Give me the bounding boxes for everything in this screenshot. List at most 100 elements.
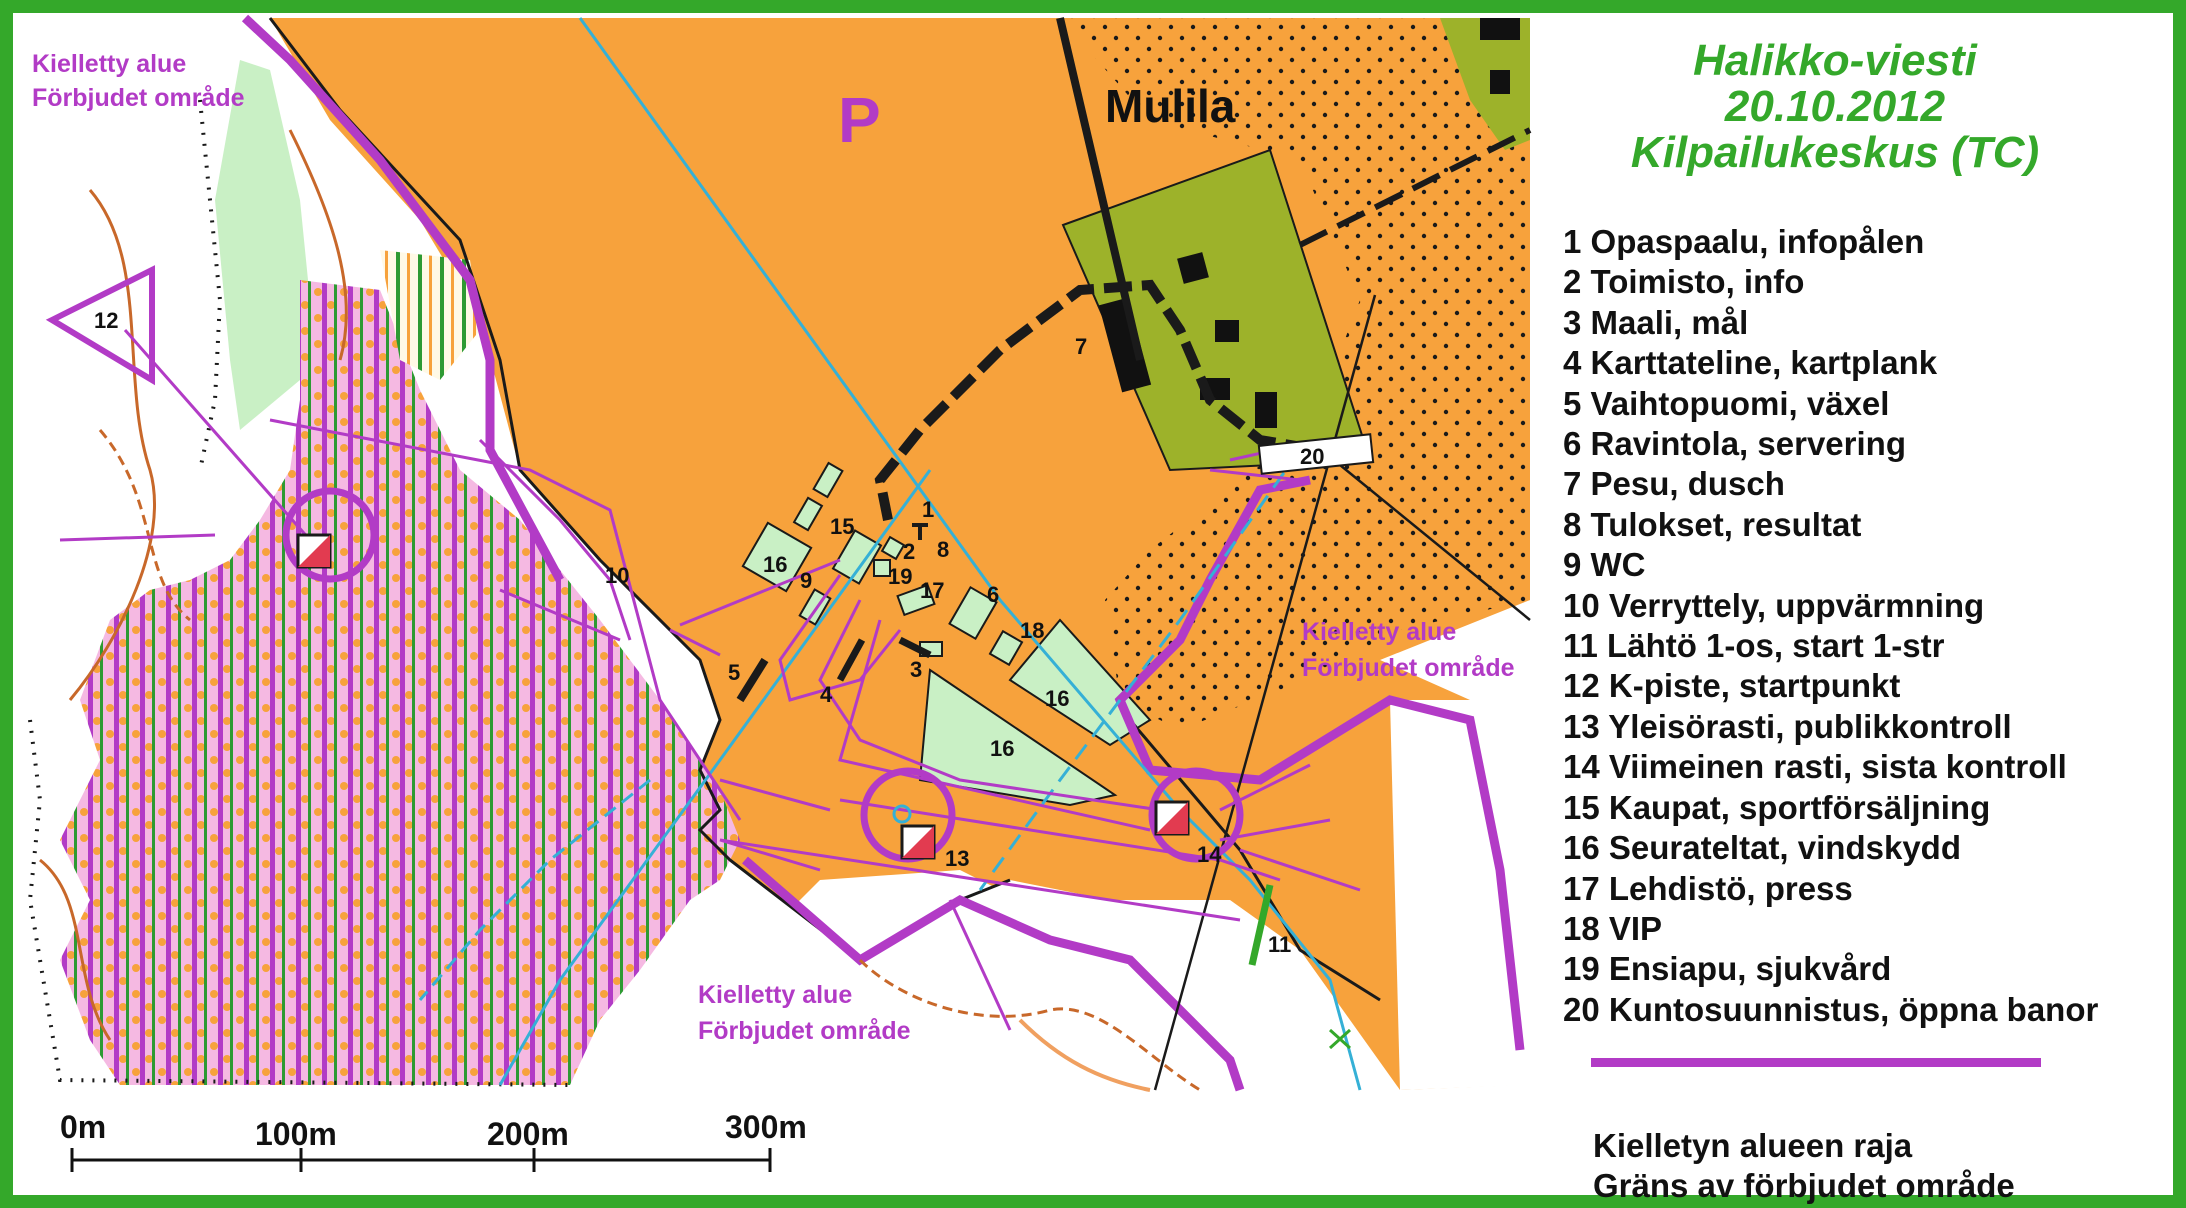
legend-item: 10 Verryttely, uppvärmning [1563,586,1985,624]
feature-number-20: 20 [1300,444,1324,469]
legend-item: 14 Viimeinen rasti, sista kontroll [1563,748,2067,786]
power-line [1153,294,1377,1091]
feature-number-11: 11 [1268,932,1291,957]
tent-area-16c [741,521,813,593]
forbidden-boundary [1114,475,1525,1051]
ditch-dashed [978,449,1302,891]
forbidden-label-bottom-line2: Förbjudet område [698,1017,911,1045]
start-triangle-icon[interactable] [45,265,155,386]
shop-15b [812,461,844,499]
building [1215,320,1239,342]
control-flag-icon [900,824,936,860]
dotted-path [198,99,223,471]
control-flag-icon [1154,800,1190,836]
control-flag-icon [296,533,332,569]
forbidden-boundary-sample [1591,1058,2041,1067]
marked-routes [59,329,1361,1031]
settlement-area-top [1440,18,1530,150]
power-line [1339,464,1531,621]
stream [578,17,1362,1091]
legend-item: 9 WC [1563,546,1646,584]
feature-number-16b: 16 [1045,686,1069,711]
vip-18 [988,629,1024,667]
feature-number-10: 10 [605,563,629,588]
info-2 [880,535,906,561]
start-line-11 [1248,884,1274,966]
legend-item: 18 VIP [1563,909,1663,947]
contour-line [68,189,156,701]
legend-item: 5 Vaihtopuomi, växel [1563,384,1890,422]
first-aid-19 [873,559,891,577]
boundary-legend-line-2: Gräns av förbjudet område [1593,1167,2015,1204]
scale-label-200: 200m [487,1116,569,1152]
feature-number-5: 5 [728,660,740,685]
building [1490,70,1510,94]
contour-line [39,858,112,1041]
control-circle-icon[interactable] [282,487,378,583]
map-stand [836,638,866,682]
contour-line [858,958,1201,1092]
press-17 [896,583,936,617]
finish-line [898,636,932,659]
feature-number-16a: 16 [763,552,787,577]
white-ground [740,870,1240,1090]
ditch [498,469,932,1086]
legend-item: 19 Ensiapu, sjukvård [1563,950,1892,988]
feature-number-4: 4 [820,682,833,707]
legend-item: 15 Kaupat, sportförsäljning [1563,788,1991,826]
legend-item: 11 Lähtö 1-os, start 1-str [1563,627,1945,665]
building [1480,18,1520,40]
legend-item: 3 Maali, mål [1563,303,1749,341]
title-line-1: Halikko-viesti [1693,36,1977,85]
boundary-legend: Kielletyn alueen raja Gräns av förbjudet… [1593,1126,2015,1206]
title-line-3: Kilpailukeskus (TC) [1630,128,2040,177]
feature-number-15: 15 [830,514,854,539]
legend-item: 16 Seurateltat, vindskydd [1563,829,1961,867]
legend-item: 17 Lehdistö, press [1563,869,1853,907]
scale-label-100: 100m [255,1116,337,1152]
forbidden-label-bottom-line1: Kielletty alue [698,981,852,1009]
ditch-dashed [418,778,651,1001]
rough-open-area [1060,18,1530,730]
contour-line [288,129,348,361]
title-line-2: 20.10.2012 [1724,82,1946,131]
legend-item: 8 Tulokset, resultat [1563,505,1862,543]
boundary-legend-line-1: Kielletyn alueen raja [1593,1127,1913,1164]
road-north [1056,17,1144,361]
legend-list: 1 Opaspaalu, infopålen 2 Toimisto, info … [1563,222,2098,1030]
building [1177,252,1209,284]
legend-item: 2 Toimisto, info [1563,263,1805,301]
feature-number-18: 18 [1020,618,1044,643]
changeover-beam [736,657,769,703]
building [1255,392,1277,428]
feature-number-9: 9 [800,568,812,593]
village-label: Mulila [1105,80,1236,132]
feature-number-7: 7 [1075,334,1087,359]
light-green-forest [215,60,310,430]
legend-item: 6 Ravintola, servering [1563,425,1906,463]
shop-15c [792,496,824,532]
feature-number-6: 6 [987,582,999,607]
water-point-icon [892,804,912,824]
feature-number-8: 8 [937,537,949,562]
feature-number-3: 3 [910,657,922,682]
green-striped-strip [380,250,480,380]
forbidden-area-hatched [60,280,740,1085]
control-circle-icon[interactable] [1148,767,1244,863]
shop-15 [831,529,883,585]
feature-number-labels: 1 2 3 4 5 6 7 8 9 10 11 12 13 14 15 16 1… [94,308,1324,957]
contour-line [1018,1018,1151,1092]
building [1098,297,1152,393]
feature-number-17: 17 [920,578,944,603]
legend: Halikko-viesti 20.10.2012 Kilpailukeskus… [1555,36,2155,1205]
feature-number-2: 2 [903,539,915,564]
lower-white-area [1390,700,1530,1090]
legend-panel [1532,14,2172,1194]
scale-label-300: 300m [725,1109,807,1145]
legend-item: 7 Pesu, dusch [1563,465,1785,503]
legend-item: 12 K-piste, startpunkt [1563,667,1901,705]
feature-number-14: 14 [1197,842,1222,867]
legend-item: 13 Yleisörasti, publikkontroll [1563,707,2012,745]
feature-number-12: 12 [94,308,118,333]
